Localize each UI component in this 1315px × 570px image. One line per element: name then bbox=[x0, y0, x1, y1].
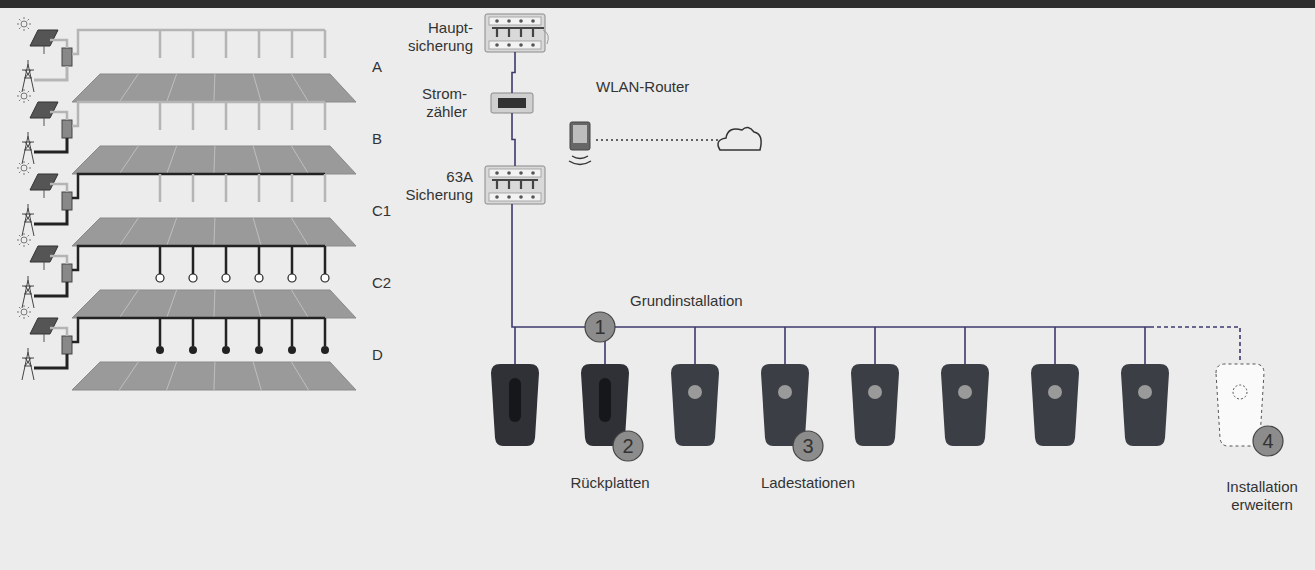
power-meter: Strom- zähler bbox=[491, 93, 533, 113]
part-label: Rückplatten bbox=[570, 474, 649, 492]
drop-wire bbox=[964, 327, 966, 364]
status-light bbox=[1138, 385, 1152, 399]
scenario-letter: B bbox=[372, 130, 382, 148]
scenario-letter: C2 bbox=[372, 274, 391, 292]
router-symbol bbox=[569, 122, 591, 165]
charging-station bbox=[491, 364, 539, 446]
charging-station bbox=[671, 364, 719, 446]
part-label: Ladestationen bbox=[761, 474, 855, 492]
wireless-link bbox=[596, 139, 718, 141]
future-station-light bbox=[1233, 385, 1247, 399]
status-light bbox=[688, 385, 702, 399]
status-light bbox=[1048, 385, 1062, 399]
callout-number: 3 bbox=[802, 437, 813, 455]
parking-scenario bbox=[17, 17, 356, 102]
node-label: Strom- zähler bbox=[387, 85, 467, 121]
callout-circle bbox=[585, 312, 1283, 461]
status-light bbox=[778, 385, 792, 399]
drop-wire bbox=[514, 327, 516, 364]
scenario-letter: D bbox=[372, 346, 383, 364]
supply-wire bbox=[512, 52, 515, 93]
callout-number: 1 bbox=[594, 318, 605, 336]
scenario-letter: A bbox=[372, 58, 382, 76]
part-label: Grundinstallation bbox=[630, 292, 743, 310]
drop-wire bbox=[1054, 327, 1056, 364]
wlan-router: WLAN-Router bbox=[568, 122, 592, 162]
node-label: WLAN-Router bbox=[596, 78, 716, 96]
part-label: Installation erweitern bbox=[1207, 478, 1315, 514]
callout-number: 4 bbox=[1262, 432, 1273, 450]
parking-scenario bbox=[17, 305, 356, 390]
meter-symbol bbox=[491, 93, 533, 113]
drop-wire bbox=[1144, 327, 1146, 364]
parking-scenario bbox=[17, 89, 356, 174]
charging-station bbox=[1121, 364, 1169, 446]
node-label: 63A Sicherung bbox=[393, 168, 473, 204]
back-plate-slot bbox=[509, 378, 521, 422]
drop-wire bbox=[874, 327, 876, 364]
charging-station bbox=[851, 364, 899, 446]
top-bar bbox=[0, 0, 1315, 8]
feed-wire bbox=[512, 204, 1150, 327]
scenario-letter: C1 bbox=[372, 202, 391, 220]
main-fuse: Haupt- sicherung bbox=[485, 14, 545, 52]
cloud-symbol bbox=[718, 127, 761, 150]
status-light bbox=[958, 385, 972, 399]
status-light bbox=[868, 385, 882, 399]
drop-wire bbox=[784, 327, 786, 364]
charging-station bbox=[1031, 364, 1079, 446]
supply-wire bbox=[512, 113, 515, 166]
charging-station bbox=[941, 364, 989, 446]
node-label: Haupt- sicherung bbox=[393, 19, 473, 55]
callout-number: 2 bbox=[622, 437, 633, 455]
drop-wire bbox=[694, 327, 696, 364]
parking-scenario bbox=[17, 233, 356, 318]
extension-wire bbox=[1150, 327, 1240, 362]
fuse-symbol bbox=[485, 14, 548, 52]
parking-scenario bbox=[17, 161, 356, 246]
fuse-63a: 63A Sicherung bbox=[485, 166, 545, 204]
fuse-symbol bbox=[485, 166, 545, 204]
back-plate-slot bbox=[599, 378, 611, 422]
